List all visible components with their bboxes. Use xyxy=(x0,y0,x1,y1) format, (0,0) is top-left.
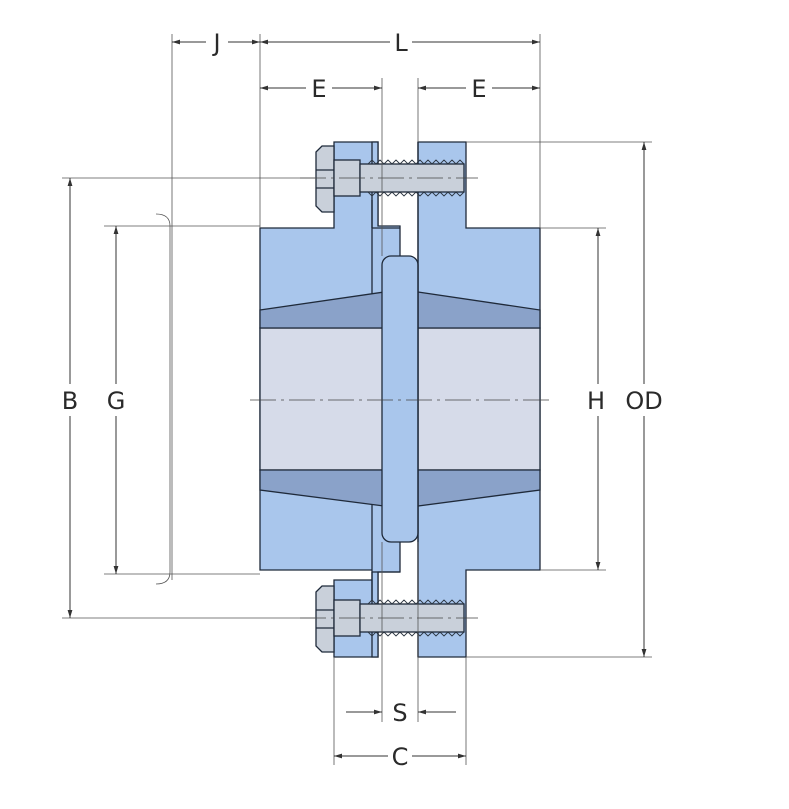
label-B: B xyxy=(62,387,78,415)
label-C: C xyxy=(392,743,409,771)
label-E-right: E xyxy=(471,75,486,103)
label-H: H xyxy=(587,387,605,415)
label-G: G xyxy=(107,387,126,415)
label-J: J xyxy=(211,29,220,57)
shaft-bracket xyxy=(155,213,171,585)
center-lines xyxy=(250,177,552,619)
extension-lines xyxy=(62,34,652,765)
label-S: S xyxy=(392,699,407,727)
bore-left xyxy=(259,327,385,471)
bore-right xyxy=(417,327,541,471)
label-L: L xyxy=(394,29,408,57)
center-disc xyxy=(381,255,419,543)
label-E-left: E xyxy=(311,75,326,103)
label-OD: OD xyxy=(625,387,662,415)
